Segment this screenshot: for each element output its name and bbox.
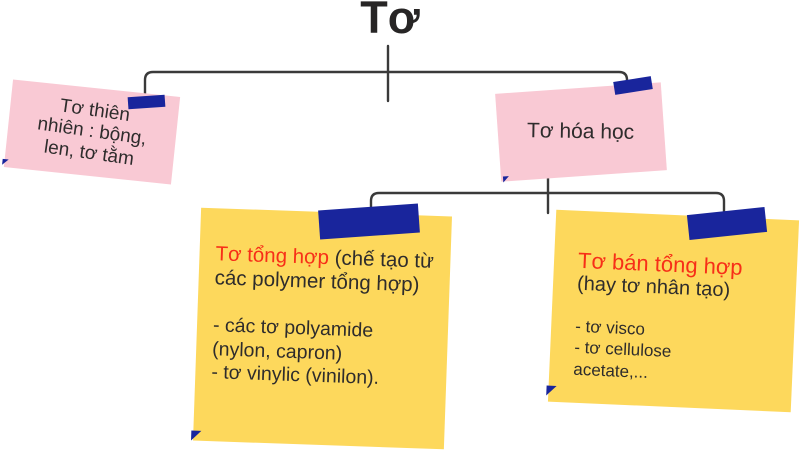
synthetic-fiber-heading: Tơ tổng hợp (chế tạo từ các polymer tổng… xyxy=(214,242,435,298)
note-semi-synthetic-fiber: Tơ bán tổng hợp (hay tơ nhân tạo) - tơ v… xyxy=(546,209,800,413)
diagram-title: Tơ xyxy=(360,0,420,43)
semi-synthetic-body: - tơ visco - tơ cellulose acetate,... xyxy=(572,316,672,382)
note-synthetic-fiber: Tơ tổng hợp (chế tạo từ các polymer tổng… xyxy=(191,207,452,450)
folded-corner-icon xyxy=(502,176,510,183)
tape-icon xyxy=(127,94,166,110)
folded-corner-icon xyxy=(191,430,202,441)
folded-corner-icon xyxy=(2,158,9,166)
synthetic-fiber-heading-red: Tơ tổng hợp xyxy=(215,242,330,270)
synthetic-fiber-body: - các tơ polyamide (nylon, capron) - tơ … xyxy=(211,314,380,390)
note-chemical-fiber: Tơ hóa học xyxy=(495,82,667,183)
chemical-fiber-text: Tơ hóa học xyxy=(527,119,635,144)
level2-branch-line xyxy=(369,191,726,216)
folded-corner-icon xyxy=(546,385,557,396)
level1-branch-line xyxy=(143,70,629,99)
semi-synthetic-heading: Tơ bán tổng hợp (hay tơ nhân tạo) xyxy=(577,248,786,305)
